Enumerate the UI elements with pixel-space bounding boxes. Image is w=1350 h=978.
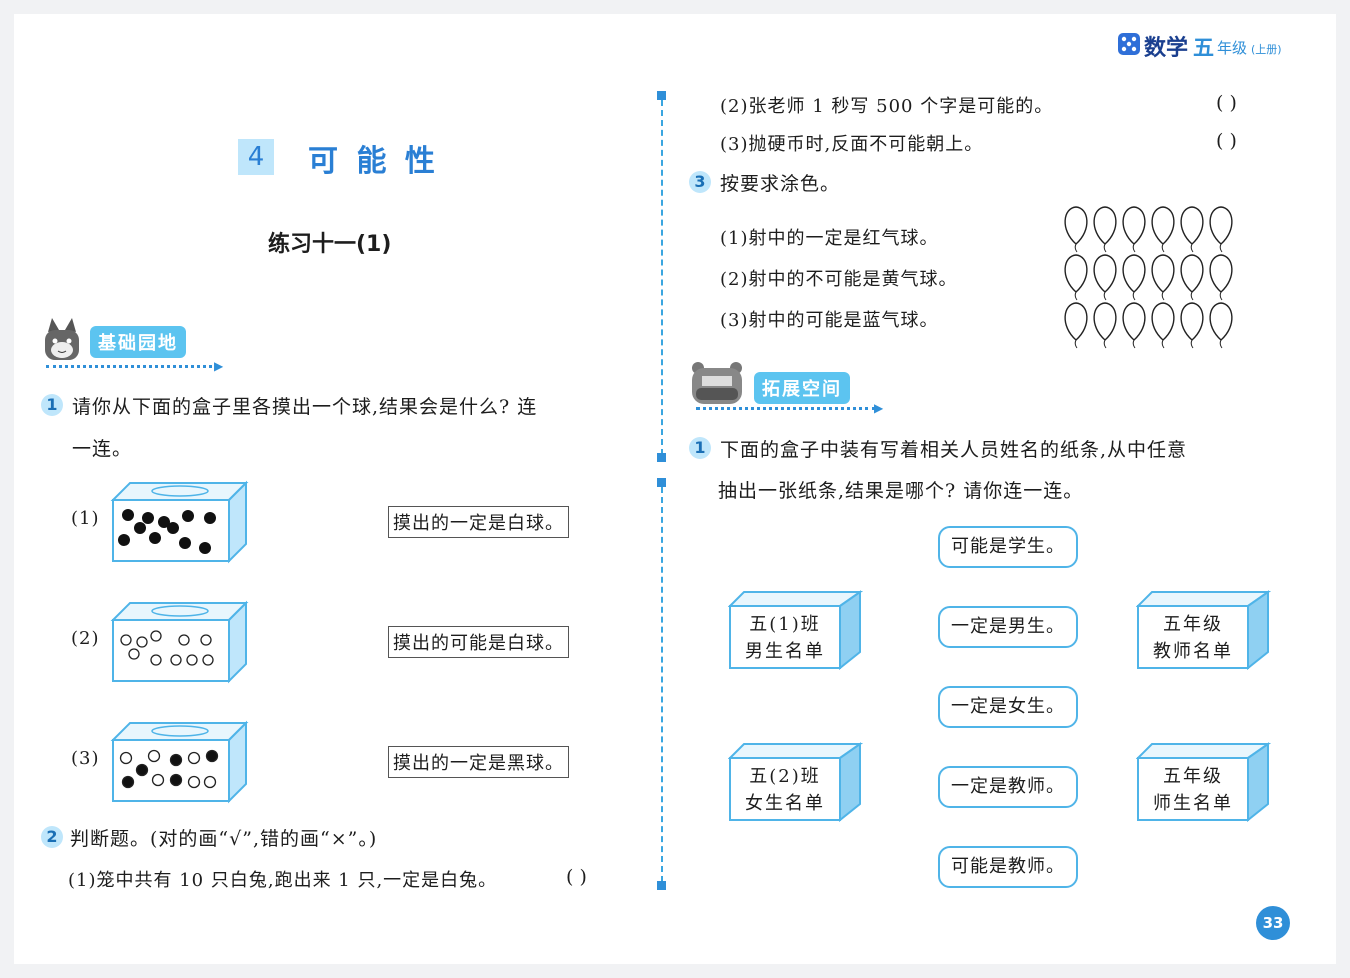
answer-box[interactable]: 摸出的一定是白球。 [388, 506, 569, 538]
balloon[interactable] [1180, 254, 1204, 301]
ball-box-1 [110, 480, 249, 564]
question-number: 2 [41, 826, 63, 848]
header-volume: (上册) [1251, 43, 1282, 56]
page-divider-top [661, 100, 663, 455]
section-underline [696, 407, 876, 410]
balloon[interactable] [1151, 206, 1175, 253]
question-text: 请你从下面的盒子里各摸出一个球,结果会是什么? 连 [72, 396, 538, 418]
option-pill[interactable]: 一定是男生。 [938, 606, 1078, 648]
header-grade-char: 五 [1193, 36, 1214, 60]
balloon[interactable] [1064, 206, 1088, 253]
balloon[interactable] [1064, 302, 1088, 349]
box-line2: 女生名单 [745, 793, 825, 814]
section-label-extend: 拓展空间 [754, 372, 850, 404]
balloon[interactable] [1151, 302, 1175, 349]
question-number: 1 [41, 394, 63, 416]
box-line2: 师生名单 [1153, 793, 1233, 814]
balloon[interactable] [1093, 206, 1117, 253]
box-line2: 男生名单 [745, 641, 825, 662]
mascot-icon [42, 318, 82, 362]
ball-box-2 [110, 600, 249, 684]
header-subject: 数学 [1144, 36, 1189, 61]
page-divider-bottom [661, 487, 663, 882]
header-grade-suffix: 年级 [1217, 39, 1248, 57]
divider-marker [657, 478, 666, 487]
balloon-grid[interactable] [1062, 204, 1242, 352]
option-pill[interactable]: 可能是教师。 [938, 846, 1078, 888]
box-label: (3) [71, 748, 100, 769]
box-line2: 教师名单 [1153, 641, 1233, 662]
balloon[interactable] [1209, 302, 1233, 349]
question-text: 判断题。(对的画“√”,错的画“×”。) [70, 828, 378, 850]
arrow-right-icon: ▶ [874, 401, 884, 415]
name-list-box[interactable]: 五(2)班 女生名单 [728, 742, 863, 822]
section-label-basic: 基础园地 [90, 326, 186, 358]
name-list-box[interactable]: 五年级 师生名单 [1136, 742, 1271, 822]
exercise-title: 练习十一(1) [268, 232, 392, 257]
color-item: (1)射中的一定是红气球。 [720, 228, 939, 249]
judge-item: (2)张老师 1 秒写 500 个字是可能的。 [720, 96, 1054, 117]
mascot-icon [688, 360, 746, 408]
balloon[interactable] [1122, 206, 1146, 253]
page-number: 33 [1256, 906, 1290, 940]
question-text: 一连。 [72, 438, 133, 460]
question-number: 3 [689, 171, 711, 193]
balloon[interactable] [1093, 254, 1117, 301]
balloon[interactable] [1122, 302, 1146, 349]
chapter-title: 可 能 性 [308, 144, 439, 179]
box-label: (2) [71, 628, 100, 649]
balloon[interactable] [1180, 206, 1204, 253]
option-pill[interactable]: 一定是女生。 [938, 686, 1078, 728]
section-banner-extend: 拓展空间 [688, 360, 888, 415]
ball-box-3 [110, 720, 249, 804]
judge-item: (3)抛硬币时,反面不可能朝上。 [720, 134, 984, 155]
balloon[interactable] [1151, 254, 1175, 301]
answer-paren[interactable]: ( ) [1216, 92, 1237, 114]
option-pill[interactable]: 可能是学生。 [938, 526, 1078, 568]
balloon[interactable] [1122, 254, 1146, 301]
chapter-number: 4 [238, 139, 274, 175]
judge-item: (1)笼中共有 10 只白兔,跑出来 1 只,一定是白兔。 [68, 870, 498, 891]
color-item: (2)射中的不可能是黄气球。 [720, 269, 958, 290]
dice-icon [1118, 33, 1140, 55]
answer-paren[interactable]: ( ) [1216, 130, 1237, 152]
question-text: 按要求涂色。 [720, 173, 841, 195]
balloon[interactable] [1180, 302, 1204, 349]
divider-marker [657, 881, 666, 890]
divider-marker [657, 91, 666, 100]
option-pill[interactable]: 一定是教师。 [938, 766, 1078, 808]
question-text: 下面的盒子中装有写着相关人员姓名的纸条,从中任意 [720, 439, 1188, 461]
box-label: (1) [71, 508, 100, 529]
question-number: 1 [689, 437, 711, 459]
balloon[interactable] [1093, 302, 1117, 349]
balloon[interactable] [1064, 254, 1088, 301]
header: 数学 五 年级 (上册) [1118, 30, 1318, 62]
section-banner-basic: 基础园地 [40, 318, 230, 373]
box-line1: 五年级 [1163, 614, 1223, 635]
section-underline [46, 365, 218, 368]
box-line1: 五年级 [1163, 766, 1223, 787]
name-list-box[interactable]: 五年级 教师名单 [1136, 590, 1271, 670]
answer-box[interactable]: 摸出的一定是黑球。 [388, 746, 569, 778]
box-line1: 五(2)班 [749, 766, 821, 787]
answer-box[interactable]: 摸出的可能是白球。 [388, 626, 569, 658]
divider-marker [657, 453, 666, 462]
answer-paren[interactable]: ( ) [566, 866, 587, 888]
color-item: (3)射中的可能是蓝气球。 [720, 310, 939, 331]
name-list-box[interactable]: 五(1)班 男生名单 [728, 590, 863, 670]
question-text: 抽出一张纸条,结果是哪个? 请你连一连。 [718, 480, 1084, 502]
arrow-right-icon: ▶ [214, 359, 224, 373]
balloon[interactable] [1209, 254, 1233, 301]
balloon[interactable] [1209, 206, 1233, 253]
box-line1: 五(1)班 [749, 614, 821, 635]
